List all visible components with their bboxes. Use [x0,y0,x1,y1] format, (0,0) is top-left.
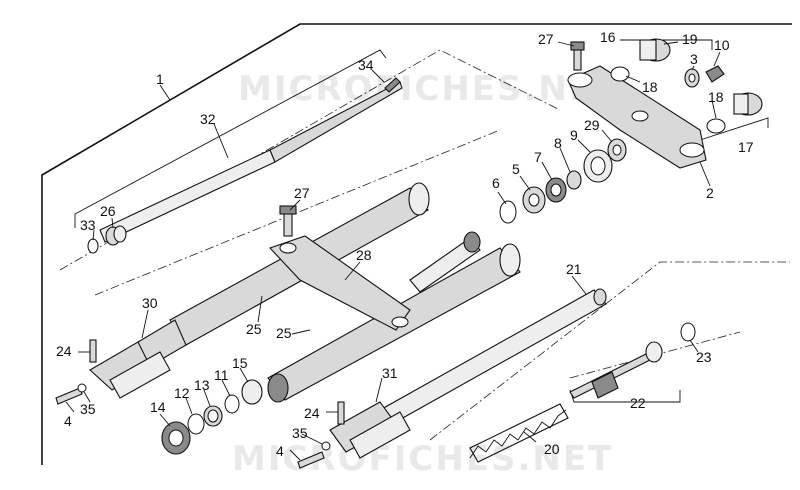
callout-30: 30 [142,295,158,311]
assembly-frame [41,23,792,465]
bolt-27-lower [279,205,297,237]
washer-6 [499,200,517,224]
callout-31: 31 [382,365,398,381]
watermark-bottom: MICROFICHES.NET [232,439,613,479]
callout-2: 2 [706,185,714,201]
ring-nut-9 [583,149,613,183]
callout-13: 13 [194,377,210,393]
callout-34: 34 [358,57,374,73]
callout-25-left: 25 [246,321,262,337]
bearing-7 [545,177,567,203]
adjuster-17 [733,92,763,116]
callout-1: 1 [156,71,164,87]
callout-7: 7 [534,149,542,165]
callout-32: 32 [200,111,216,127]
callout-8: 8 [554,135,562,151]
callout-22: 22 [630,395,646,411]
bearing-5 [522,186,546,214]
bolt-27-upper [570,41,585,71]
nut-3 [684,68,700,88]
bolt-24-right [337,401,345,425]
callout-10: 10 [714,37,730,53]
bushing-15 [241,379,263,405]
callout-27-lower: 27 [294,185,310,201]
callout-33: 33 [80,217,96,233]
bushing-26 [105,225,127,246]
callout-4-left: 4 [64,413,72,429]
callout-17: 17 [738,139,754,155]
callout-24-right: 24 [304,405,320,421]
bracket-32 [74,49,387,228]
callout-6: 6 [492,175,500,191]
clip-12 [187,413,205,435]
callout-5: 5 [512,161,520,177]
callout-3: 3 [690,51,698,67]
ring-11 [224,394,240,414]
callout-18-upper: 18 [642,79,658,95]
o-ring-23 [680,322,696,342]
o-ring-18-lower [706,118,726,134]
callout-19: 19 [682,31,698,47]
spring-20 [469,403,569,463]
washer-35-right [321,441,331,451]
bolt-24-left [89,339,97,363]
callout-35-right: 35 [292,425,308,441]
damper-rod-22 [569,341,663,399]
callout-28: 28 [356,247,372,263]
callout-29: 29 [584,117,600,133]
o-ring-18-upper [610,66,630,82]
ring-8 [566,170,582,190]
callout-15: 15 [232,355,248,371]
callout-27-upper: 27 [538,31,554,47]
cap-10 [705,65,725,83]
seal-14 [161,421,191,455]
callout-11: 11 [214,367,229,383]
callout-21: 21 [566,261,582,277]
callout-18-lower: 18 [708,89,724,105]
callout-25-right: 25 [276,325,292,341]
washer-35-left [77,383,87,393]
fork-slider-30 [89,319,187,399]
watermark-top: MICROFICHES.NET [238,69,619,109]
callout-26: 26 [100,203,116,219]
bolt-4-right [297,451,325,469]
washer-29 [607,138,627,162]
lower-clamp-bridge [269,235,411,331]
o-ring-33 [87,238,99,254]
callout-20: 20 [544,441,560,457]
leader-lines [65,41,721,461]
callout-23: 23 [696,349,712,365]
damper-rod-32 [99,77,403,243]
bracket-22 [569,389,681,403]
washer-13 [203,405,223,427]
callout-24-left: 24 [56,343,72,359]
callout-14: 14 [150,399,166,415]
adjuster-19 [639,38,671,62]
fork-slider-31 [329,401,411,459]
bracket-17 [699,117,769,141]
callout-9: 9 [570,127,578,143]
group-outline-upper [59,49,561,271]
callout-12: 12 [174,385,190,401]
callout-4-right: 4 [276,443,284,459]
bolt-4-left [55,387,83,405]
group-outline-lower [429,261,790,441]
group-outline-upper-lower [94,129,501,296]
callout-35-left: 35 [80,401,96,417]
callout-16: 16 [600,29,616,45]
